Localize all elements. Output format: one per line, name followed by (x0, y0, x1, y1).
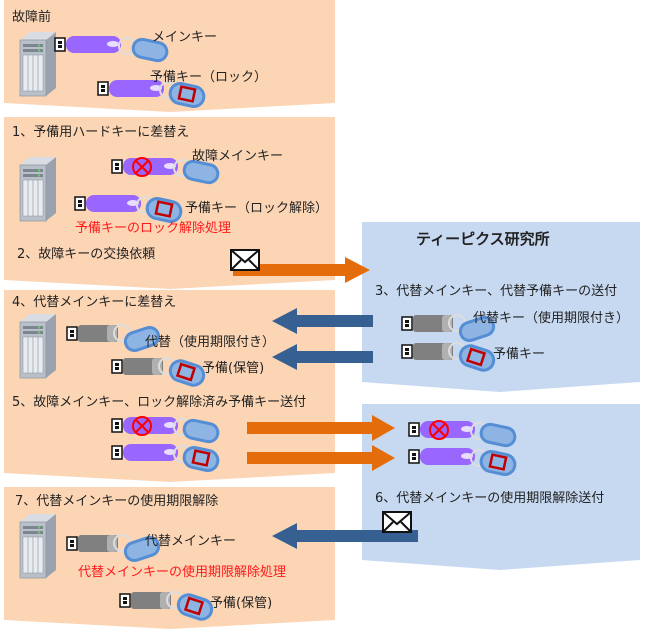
panel-before (4, 0, 335, 112)
usb-key-main (54, 36, 169, 63)
step4-title: 4、代替メインキーに差替え (12, 295, 177, 310)
arrow-step2-to-lab (233, 257, 370, 283)
step6-title: 6、代替メインキーの使用期限解除送付 (375, 491, 605, 506)
step5-title: 5、故障メインキー、ロック解除済み予備キー送付 (12, 395, 307, 410)
step3-spare-key-label: 予備キー (493, 347, 546, 362)
step7-process-label: 代替メインキーの使用期限解除処理 (78, 565, 287, 580)
envelope-icon (382, 511, 412, 533)
usb-key-substitute-main (401, 314, 496, 342)
step3-main-key-label: 代替キー（使用期限付き） (473, 311, 630, 326)
step0-title: 故障前 (12, 10, 52, 25)
server-icon (19, 513, 57, 579)
step4-main-key-label: 代替（使用期限付き） (145, 335, 276, 350)
server-icon (19, 31, 57, 97)
arrow-lab-to-step4-spare (272, 344, 373, 370)
usb-key-spare-unlocked (408, 448, 517, 476)
step1-main-key-label: 故障メインキー (192, 149, 284, 164)
panel-step7 (4, 487, 335, 629)
step7-main-key-label: 代替メインキー (145, 534, 237, 549)
usb-key-spare-unlocked (74, 195, 183, 223)
step7-spare-key-label: 予備(保管) (210, 596, 273, 611)
step1-title: 1、予備用ハードキーに差替え (12, 125, 190, 140)
usb-key-substitute-spare (111, 357, 206, 387)
step0-spare-key-label: 予備キー（ロック） (150, 70, 268, 85)
step1-process-label: 予備キーのロック解除処理 (75, 221, 232, 236)
usb-key-broken-main (111, 416, 220, 444)
step3-title: 3、代替メインキー、代替予備キーの送付 (375, 284, 618, 299)
usb-key-broken-main (408, 420, 517, 448)
usb-key-spare-unlocked (111, 444, 220, 472)
step7-title: 7、代替メインキーの使用期限解除 (15, 494, 219, 509)
arrow-lab-to-step4-main (272, 308, 373, 334)
panel-lab-step6 (362, 404, 640, 570)
arrow-step6-to-step7 (272, 523, 418, 549)
arrow-step5-spare-to-lab (247, 445, 395, 471)
usb-key-broken-main (111, 157, 220, 185)
usb-key-substitute-main (66, 324, 161, 352)
server-icon (19, 156, 57, 222)
arrow-step5-main-to-lab (247, 415, 395, 441)
envelope-icon (230, 249, 260, 271)
step2-title: 2、故障キーの交換依頼 (17, 247, 156, 262)
usb-key-substitute-spare (401, 342, 496, 372)
server-icon (19, 313, 57, 379)
org-title: ティーピクス研究所 (416, 230, 550, 248)
usb-key-spare (97, 80, 206, 108)
step0-main-key-label: メインキー (152, 30, 218, 45)
step1-spare-key-label: 予備キー（ロック解除） (185, 201, 329, 216)
usb-key-substitute-main (66, 534, 161, 562)
step4-spare-key-label: 予備(保管) (202, 361, 265, 376)
usb-key-substitute-spare (119, 591, 214, 621)
